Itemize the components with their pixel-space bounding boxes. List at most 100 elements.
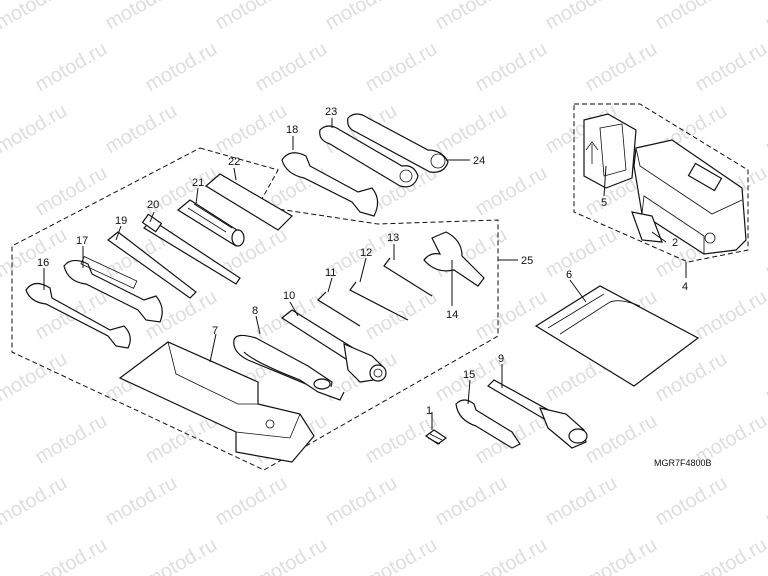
watermark-text: motod.ru [32, 410, 111, 469]
watermark-text: motod.ru [0, 534, 1, 576]
watermark-text: motod.ru [102, 100, 181, 159]
watermark-text: motod.ru [102, 0, 181, 34]
callout-5: 5 [601, 197, 607, 209]
watermark-text: motod.ru [102, 472, 181, 531]
watermark-text: motod.ru [472, 162, 551, 221]
callout-10: 10 [283, 290, 295, 302]
watermark-text: motod.ru [582, 410, 661, 469]
callout-11: 11 [325, 267, 336, 279]
watermark-text: motod.ru [432, 472, 511, 531]
callout-6: 6 [566, 269, 572, 281]
watermark-text: motod.ru [0, 0, 71, 34]
watermark-text: motod.ru [432, 100, 511, 159]
tool-pouch [118, 341, 315, 463]
watermark-text: motod.ru [252, 534, 331, 576]
callout-20: 20 [147, 199, 159, 211]
watermark-text: motod.ru [322, 472, 401, 531]
socket-wrench-9 [487, 379, 588, 449]
watermark-text: motod.ru [142, 534, 221, 576]
watermark-text: motod.ru [472, 38, 551, 97]
pin-spanner [423, 231, 485, 287]
callout-7: 7 [212, 325, 218, 337]
extension-bar-22 [204, 173, 293, 231]
watermark-text: motod.ru [362, 410, 441, 469]
callout-12: 12 [360, 247, 372, 259]
callout-15: 15 [463, 369, 475, 381]
watermark-text: motod.ru [0, 472, 71, 531]
callout-18: 18 [286, 124, 298, 136]
hex-wrench-medium [349, 281, 409, 321]
watermark-text: motod.ru [542, 472, 621, 531]
watermark-text: motod.ru [542, 224, 621, 283]
callout-labels: 1 2 4 5 6 7 8 9 10 11 12 13 14 15 16 17 … [37, 106, 688, 417]
callout-13: 13 [387, 232, 399, 244]
watermark-text: motod.ru [692, 286, 768, 345]
watermark-text: motod.ru [692, 534, 768, 576]
hex-wrench-small [317, 291, 361, 327]
small-part-1 [424, 429, 448, 445]
callout-24: 24 [473, 155, 485, 167]
watermark-text: motod.ru [762, 348, 768, 407]
callout-22: 22 [228, 156, 240, 168]
wrench-24 [347, 113, 449, 173]
screwdriver-handle-21 [176, 199, 245, 247]
wrench-23 [319, 125, 419, 188]
watermark-text: motod.ru [362, 38, 441, 97]
watermark-text: motod.ru [362, 534, 441, 576]
callout-4: 4 [682, 281, 688, 293]
watermark-text: motod.ru [582, 38, 661, 97]
drawing-code: MGR7F4800B [654, 458, 712, 468]
watermark-text: motod.ru [0, 38, 1, 97]
callout-2: 2 [672, 237, 678, 249]
watermark-text: motod.ru [472, 534, 551, 576]
watermark-text: motod.ru [692, 38, 768, 97]
caution-label [631, 211, 663, 243]
open-end-wrench-18 [281, 152, 379, 217]
watermark-text: motod.ru [652, 0, 731, 34]
callout-9: 9 [498, 353, 504, 365]
watermark-text: motod.ru [0, 100, 71, 159]
hex-wrench-large [383, 257, 433, 297]
watermark-text: motod.ru [762, 0, 768, 34]
open-end-wrench-16 [25, 282, 131, 349]
callout-19: 19 [115, 215, 127, 227]
callout-16: 16 [37, 257, 49, 269]
wrench-15 [455, 399, 521, 449]
watermark-text: motod.ru [432, 0, 511, 34]
watermark-text: motod.ru [32, 38, 111, 97]
watermark-text: motod.ru [252, 38, 331, 97]
callout-21: 21 [192, 177, 204, 189]
screwdriver-19 [107, 231, 197, 299]
tool-bag [633, 139, 747, 255]
toolkit-group-outline [11, 147, 499, 471]
watermark-text: motod.ru [0, 162, 1, 221]
tool-bag-strap [583, 113, 637, 189]
callout-25: 25 [521, 255, 533, 267]
watermark-text: motod.ru [212, 0, 291, 34]
callout-1: 1 [426, 405, 432, 417]
spark-plug-wrench [280, 309, 387, 383]
watermark-text: motod.ru [322, 0, 401, 34]
watermark-text: motod.ru [0, 410, 1, 469]
pliers [233, 334, 345, 401]
watermark-text: motod.ru [582, 534, 661, 576]
watermark-text: motod.ru [0, 286, 1, 345]
watermark-text: motod.ru [542, 0, 621, 34]
watermark-text: motod.ru [762, 100, 768, 159]
watermark-text: motod.ru [472, 286, 551, 345]
callout-8: 8 [252, 305, 258, 317]
watermark-text: motod.ru [652, 472, 731, 531]
watermark-text: motod.ru [762, 472, 768, 531]
callout-14: 14 [446, 309, 458, 321]
watermark-text: motod.ru [762, 224, 768, 283]
callout-23: 23 [325, 106, 337, 118]
watermark-text: motod.ru [212, 472, 291, 531]
watermark-text: motod.ru [142, 38, 221, 97]
screwdriver-20 [141, 213, 241, 285]
leader-lines [43, 118, 687, 430]
watermark-text: motod.ru [212, 100, 291, 159]
watermark-text: motod.ru [32, 534, 111, 576]
tool-bag-group-outline [573, 103, 749, 263]
